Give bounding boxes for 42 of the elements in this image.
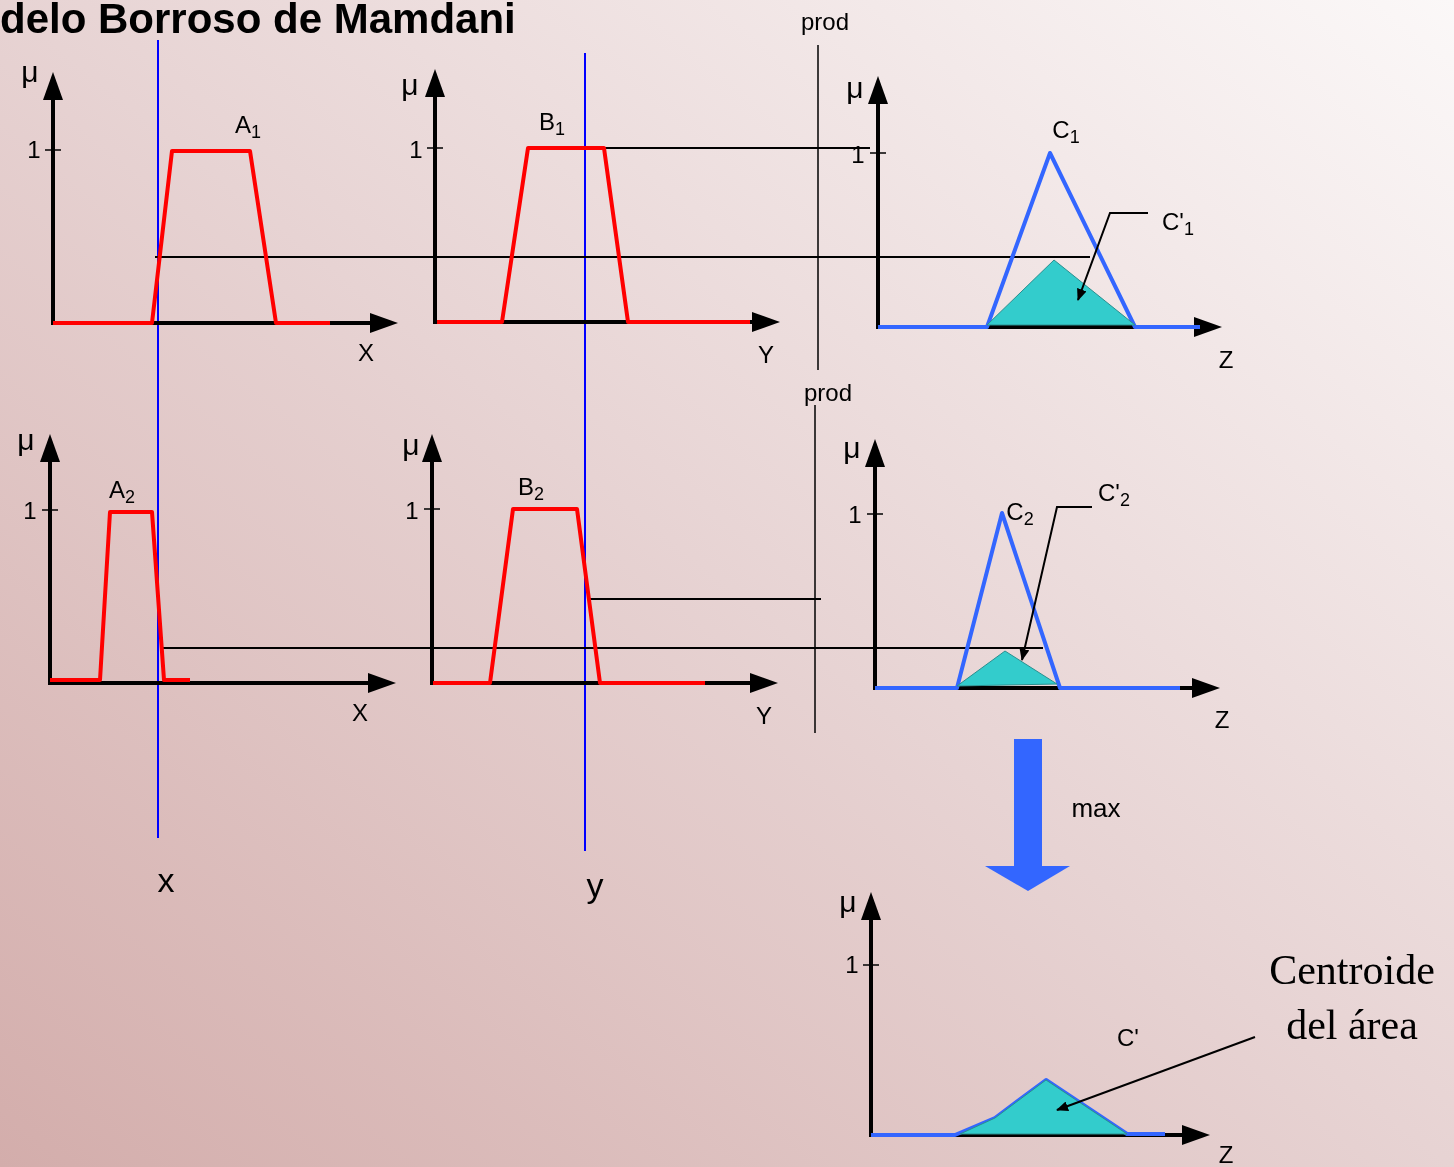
axis-label: μ xyxy=(839,887,857,917)
axis-label: C$_{1}$ xyxy=(1052,118,1080,142)
axis-label: 1 xyxy=(845,953,859,977)
axis-label: μ xyxy=(843,433,861,463)
axis-label: 1 xyxy=(848,503,862,527)
axis-label: A$_{1}$ xyxy=(235,113,261,137)
axis-label: x xyxy=(157,863,175,897)
axis-label: max xyxy=(1071,795,1121,821)
axis-label: C$_{2}$ xyxy=(1006,500,1034,524)
axis-label: prod xyxy=(804,381,852,405)
axis-label: Y xyxy=(758,343,774,367)
axis-label: 1 xyxy=(27,138,41,162)
axis-label: B$_{2}$ xyxy=(518,475,544,499)
axis-label: y xyxy=(586,868,604,902)
axis-label: 1 xyxy=(409,138,423,162)
leader-line xyxy=(1077,212,1149,301)
axis-label: Z xyxy=(1218,348,1234,372)
title: delo Borroso de Mamdani xyxy=(0,0,516,42)
callout-label: Centroide del área xyxy=(1252,943,1452,1053)
axis-label: 1 xyxy=(23,499,37,523)
axis-label: μ xyxy=(402,430,420,460)
leader-line xyxy=(1056,1036,1256,1111)
axis-label: X xyxy=(358,341,374,365)
axis-label: μ xyxy=(17,425,35,455)
axis-label: X xyxy=(352,701,368,725)
callout-label: C'$_{2}$ xyxy=(1086,477,1142,509)
shaded-area xyxy=(986,259,1136,326)
axis-label: Z xyxy=(1214,708,1230,732)
axis-label: Z xyxy=(1218,1143,1234,1167)
axis-label: 1 xyxy=(405,499,419,523)
axis-label: Y xyxy=(756,704,772,728)
axis-label: μ xyxy=(846,73,864,103)
axis-label: C' xyxy=(1117,1026,1139,1050)
shaded-area xyxy=(959,1079,1128,1135)
axis-label: μ xyxy=(21,57,39,87)
leader-line xyxy=(1019,506,1093,661)
callout-label: C'$_{1}$ xyxy=(1150,206,1206,238)
axis-label: prod xyxy=(801,10,849,34)
axis-label: A$_{2}$ xyxy=(109,478,135,502)
axis-label: B$_{1}$ xyxy=(539,110,565,134)
shaded-area xyxy=(956,650,1058,687)
axis-label: μ xyxy=(401,70,419,100)
